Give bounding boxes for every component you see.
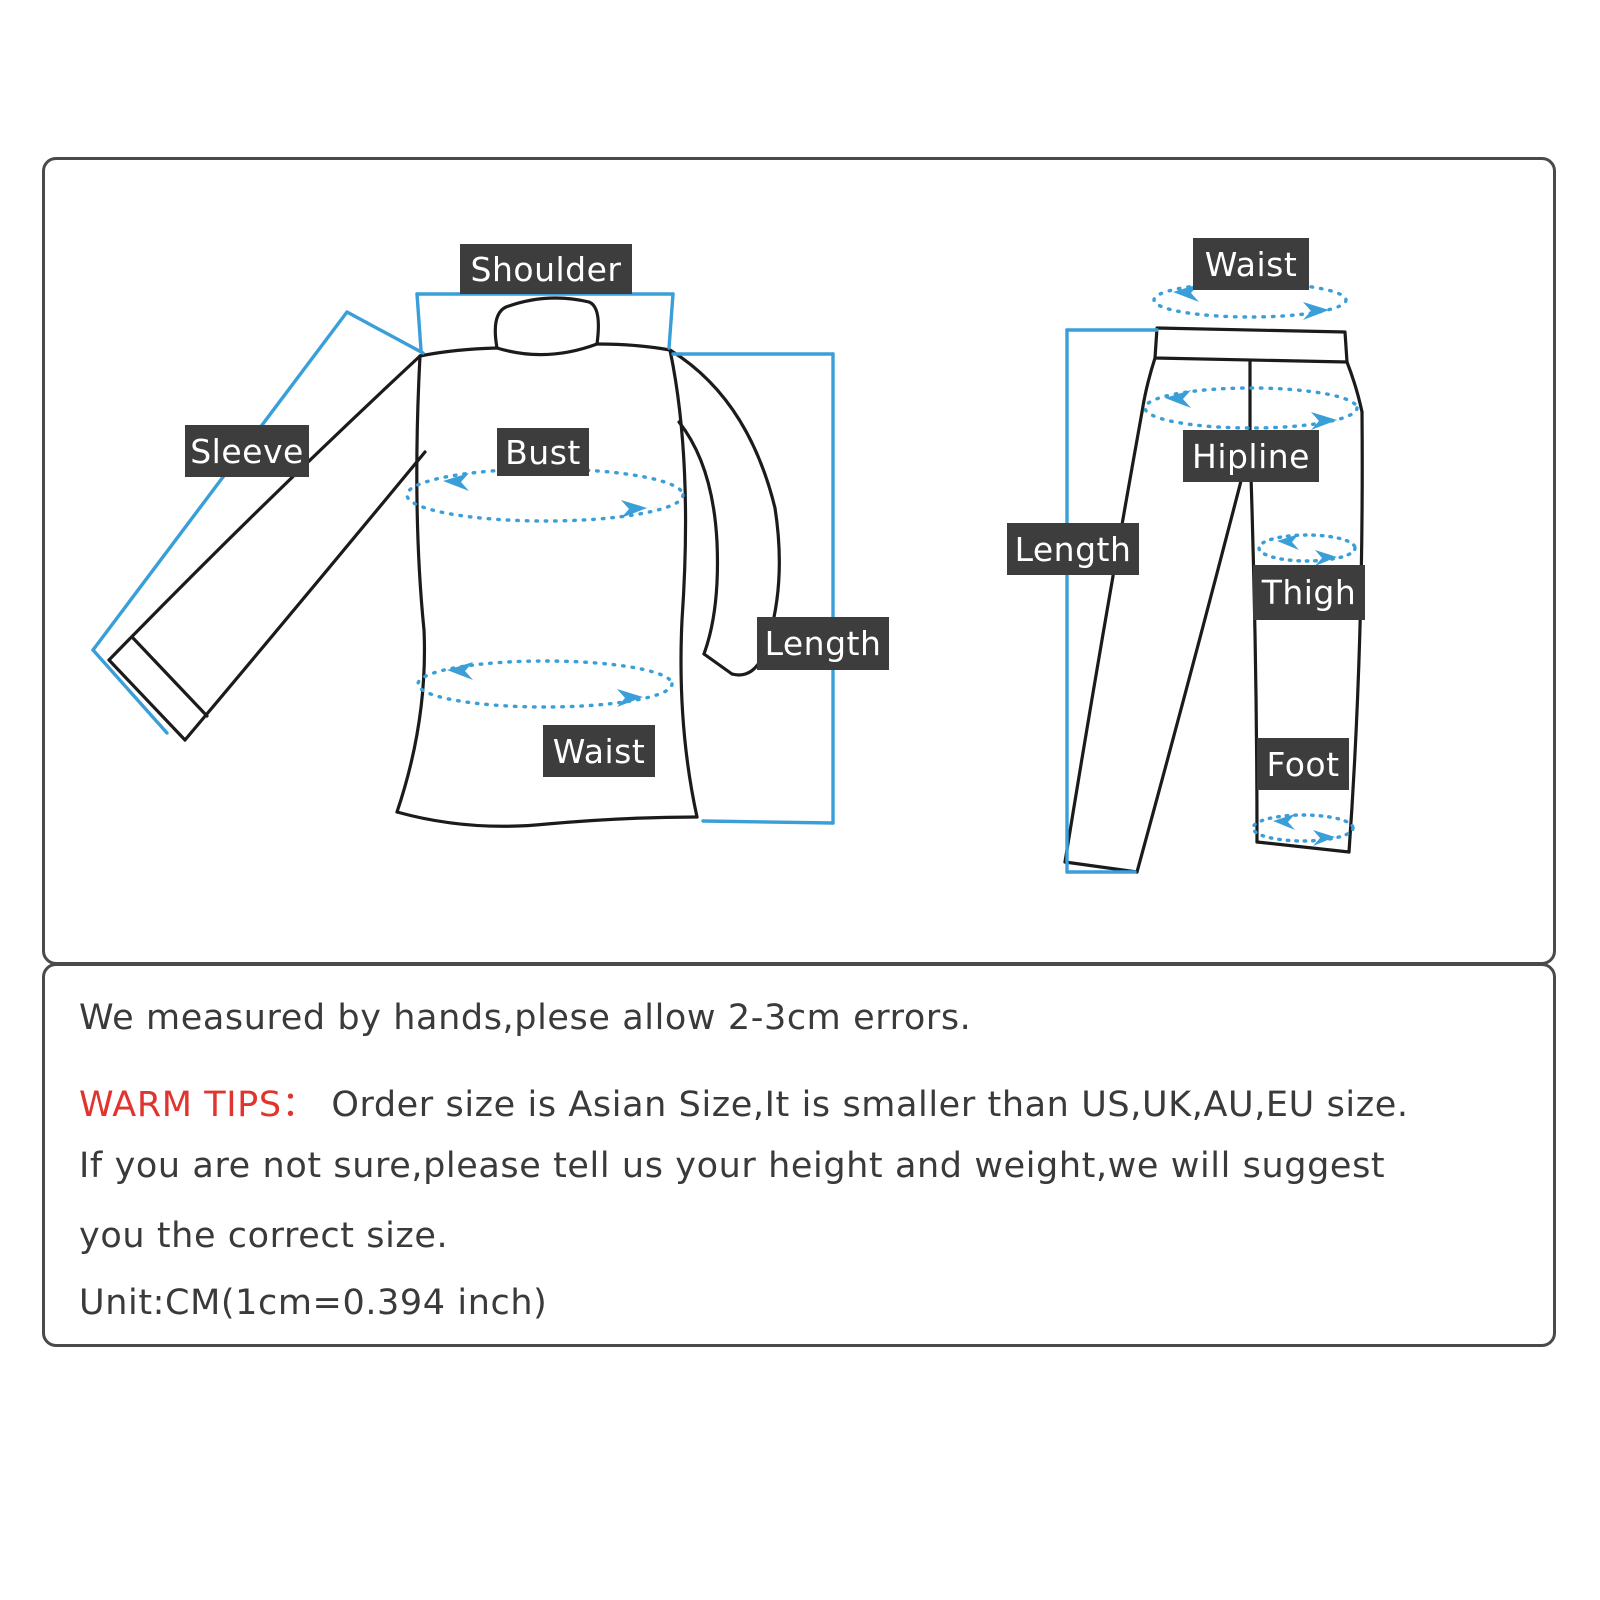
warm-tips-label: WARM TIPS： bbox=[79, 1085, 318, 1125]
thigh-measure-ellipse bbox=[1257, 533, 1357, 563]
shirt-length-tick-bottom bbox=[701, 819, 835, 825]
note-not-sure: If you are not sure,please tell us your … bbox=[79, 1146, 1386, 1186]
bust-measure-ellipse bbox=[405, 467, 685, 523]
note-correct-size: you the correct size. bbox=[79, 1216, 449, 1256]
sleeve-measure-line bbox=[91, 310, 349, 652]
foot-label: Foot bbox=[1257, 738, 1349, 790]
measurement-diagram-panel: Shoulder Sleeve Bust Waist Length Waist … bbox=[42, 157, 1556, 965]
foot-measure-ellipse bbox=[1251, 813, 1355, 843]
bust-label: Bust bbox=[497, 428, 589, 476]
warm-tips-text: Order size is Asian Size,It is smaller t… bbox=[331, 1085, 1409, 1125]
shirt-measure-marks bbox=[91, 292, 835, 825]
note-measured-by-hands: We measured by hands,plese allow 2-3cm e… bbox=[79, 998, 972, 1038]
pants-waist-measure-ellipse bbox=[1152, 281, 1348, 319]
thigh-label: Thigh bbox=[1253, 565, 1365, 620]
notes-panel: We measured by hands,plese allow 2-3cm e… bbox=[42, 963, 1556, 1347]
pants-length-label: Length bbox=[1007, 523, 1139, 575]
shirt-length-label: Length bbox=[757, 617, 889, 670]
pants-waist-label: Waist bbox=[1193, 238, 1309, 290]
hipline-label: Hipline bbox=[1183, 430, 1319, 482]
note-unit: Unit:CM(1cm=0.394 inch) bbox=[79, 1283, 548, 1323]
hipline-measure-ellipse bbox=[1143, 386, 1359, 430]
pants-measure-marks bbox=[1065, 281, 1359, 874]
shoulder-label: Shoulder bbox=[460, 244, 632, 294]
pants-measure-arrows bbox=[1165, 284, 1337, 846]
note-warm-tips: WARM TIPS： Order size is Asian Size,It is… bbox=[79, 1076, 1523, 1127]
shirt-outline bbox=[107, 296, 781, 828]
shirt-measure-arrows bbox=[443, 473, 647, 707]
sleeve-label: Sleeve bbox=[185, 425, 309, 477]
shirt-waist-measure-ellipse bbox=[416, 659, 674, 709]
garment-diagram bbox=[91, 281, 1364, 874]
shirt-waist-label: Waist bbox=[543, 725, 655, 777]
